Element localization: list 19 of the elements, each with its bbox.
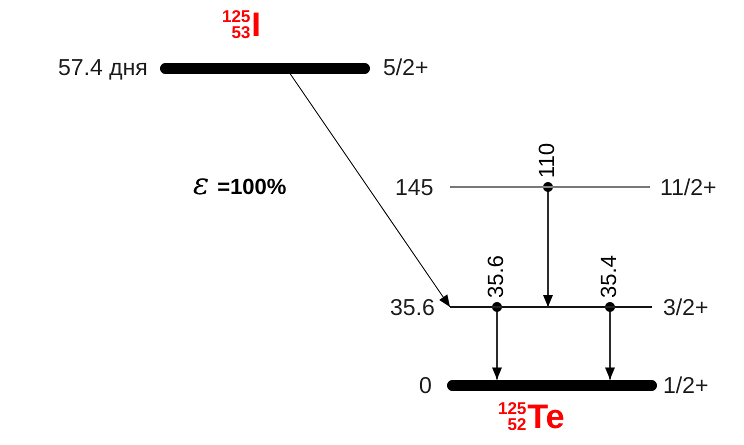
gamma-energy-label: 35.6 [485, 255, 507, 298]
spin-parity-label: 11/2+ [660, 176, 716, 199]
spin-parity-label: 5/2+ [383, 56, 428, 79]
spin-parity-label: 1/2+ [663, 374, 708, 397]
gamma-energy-label: 35.4 [598, 255, 620, 298]
decay-arrow [290, 73, 450, 308]
ground-level-bar [447, 380, 657, 390]
energy-level-line [450, 306, 652, 308]
gamma-energy-label: 110 [536, 142, 558, 178]
energy-label: 145 [395, 176, 434, 199]
ground-level-bar [160, 62, 370, 74]
gamma-transition-arrow [492, 302, 502, 380]
energy-label: 0 [419, 374, 432, 397]
gamma-transition-arrow [543, 182, 553, 307]
energy-label: 35.6 [390, 296, 435, 319]
energy-level-line [450, 186, 650, 188]
half-life-label: 57.4 дня [58, 56, 148, 79]
gamma-transition-arrow [605, 302, 615, 380]
spin-parity-label: 3/2+ [663, 296, 708, 319]
